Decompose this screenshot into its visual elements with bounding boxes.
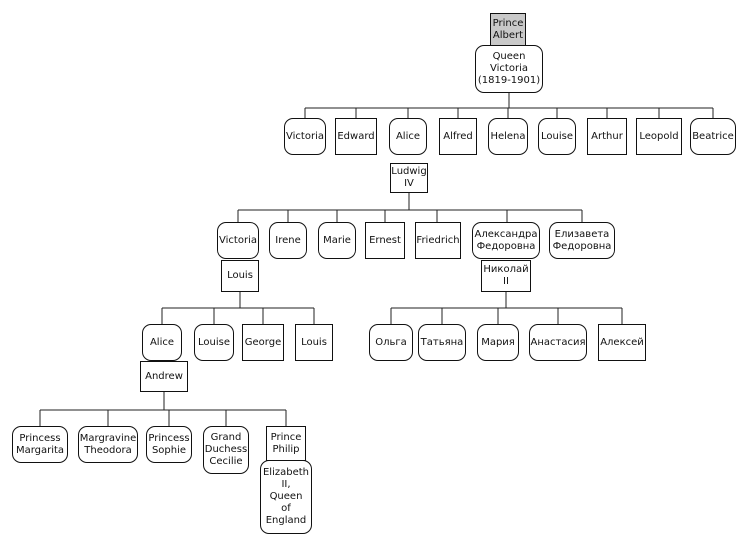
node-andrew: Andrew — [140, 361, 188, 392]
node-edward: Edward — [335, 118, 377, 155]
node-ernest: Ernest — [365, 222, 405, 259]
node-helena: Helena — [488, 118, 528, 155]
node-leopold: Leopold — [636, 118, 682, 155]
node-olga: Ольга — [369, 324, 413, 361]
node-prince-philip: Prince Philip — [266, 426, 306, 461]
node-louise: Louise — [538, 118, 576, 155]
node-alice: Alice — [389, 118, 427, 155]
node-victoria-2: Victoria — [217, 222, 259, 259]
node-queen-victoria: Queen Victoria (1819-1901) — [475, 45, 543, 93]
node-friedrich: Friedrich — [415, 222, 461, 259]
node-maria: Мария — [477, 324, 519, 361]
node-beatrice: Beatrice — [690, 118, 736, 155]
node-alice-2: Alice — [142, 324, 182, 361]
node-aleksei: Алексей — [598, 324, 646, 361]
node-nikolai-ii: Николай II — [481, 260, 531, 292]
node-arthur: Arthur — [587, 118, 627, 155]
node-elizabeth-ii: Elizabeth II, Queen of England — [260, 460, 312, 534]
node-alexandra-fedorovna: Александра Федоровна — [472, 222, 540, 259]
node-george: George — [242, 324, 284, 361]
node-louis: Louis — [221, 260, 259, 292]
node-anastasia: Анастасия — [529, 324, 587, 361]
node-marie: Marie — [318, 222, 356, 259]
node-victoria: Victoria — [284, 118, 326, 155]
node-prince-albert: Prince Albert — [490, 13, 526, 46]
node-grand-duchess-cecilie: Grand Duchess Cecilie — [203, 426, 249, 474]
node-princess-sophie: Princess Sophie — [146, 426, 192, 463]
node-tatyana: Татьяна — [418, 324, 466, 361]
node-louis-2: Louis — [295, 324, 333, 361]
node-ludwig-iv: Ludwig IV — [390, 163, 428, 193]
node-irene: Irene — [269, 222, 307, 259]
node-princess-margarita: Princess Margarita — [12, 426, 68, 463]
node-alfred: Alfred — [439, 118, 477, 155]
node-louise-2: Louise — [194, 324, 234, 361]
node-elizaveta-fedorovna: Елизавета Федоровна — [549, 222, 615, 259]
node-margravine-theodora: Margravine Theodora — [78, 426, 138, 463]
